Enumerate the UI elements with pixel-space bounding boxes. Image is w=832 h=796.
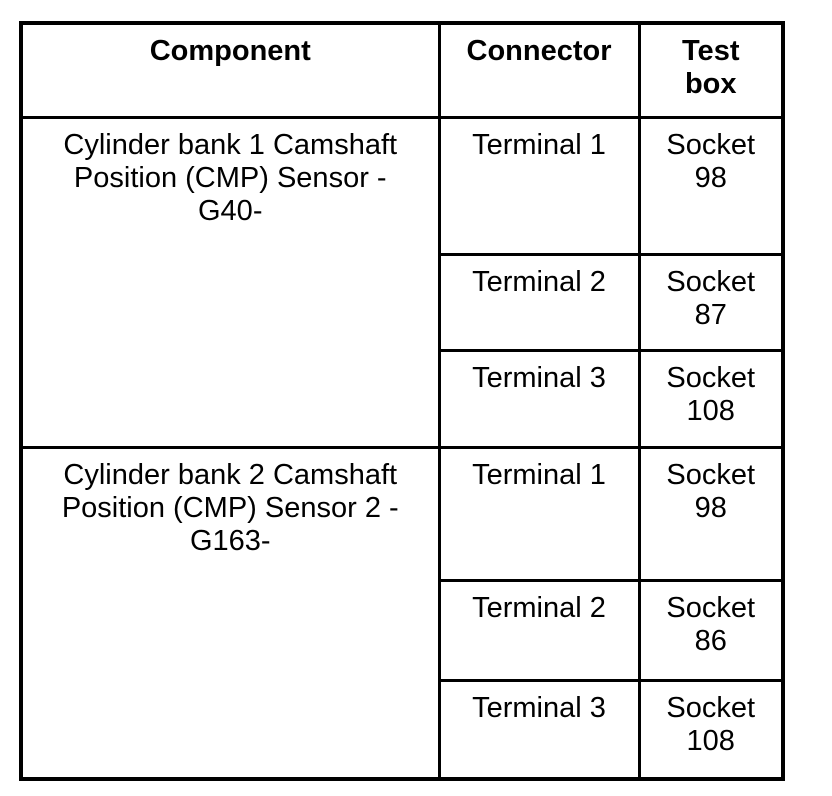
connector-cell: Terminal 3 bbox=[437, 348, 641, 449]
table-row: Cylinder bank 2 Camshaft Position (CMP) … bbox=[19, 445, 785, 781]
test-box-cell: Socket 86 bbox=[637, 578, 785, 682]
table-row: Cylinder bank 1 Camshaft Position (CMP) … bbox=[19, 115, 785, 449]
table-row: Terminal 2 Socket 86 bbox=[21, 578, 785, 682]
test-box-cell: Socket 98 bbox=[637, 115, 785, 256]
test-box-cell: Socket 98 bbox=[637, 445, 785, 582]
component-cell-bank2: Cylinder bank 2 Camshaft Position (CMP) … bbox=[19, 445, 441, 781]
component-cell-bank1: Cylinder bank 1 Camshaft Position (CMP) … bbox=[19, 115, 441, 449]
component-connector-testbox-table: Component Connector Test box Cylinder ba… bbox=[19, 21, 785, 781]
test-box-cell: Socket 108 bbox=[637, 678, 785, 781]
table-row: Terminal 3 Socket 108 bbox=[21, 678, 785, 781]
connector-cell: Terminal 1 bbox=[437, 445, 641, 582]
header-test-box: Test box bbox=[637, 21, 785, 119]
table-row: Terminal 3 Socket 108 bbox=[21, 348, 785, 449]
table-header-row: Component Connector Test box bbox=[19, 21, 785, 119]
test-box-cell: Socket 108 bbox=[637, 348, 785, 449]
test-box-cell: Socket 87 bbox=[637, 252, 785, 352]
header-connector: Connector bbox=[437, 21, 641, 119]
table-row: Terminal 2 Socket 87 bbox=[21, 252, 785, 352]
connector-cell: Terminal 2 bbox=[437, 252, 641, 352]
connector-cell: Terminal 2 bbox=[437, 578, 641, 682]
connector-cell: Terminal 3 bbox=[437, 678, 641, 781]
connector-cell: Terminal 1 bbox=[437, 115, 641, 256]
header-component: Component bbox=[19, 21, 441, 119]
